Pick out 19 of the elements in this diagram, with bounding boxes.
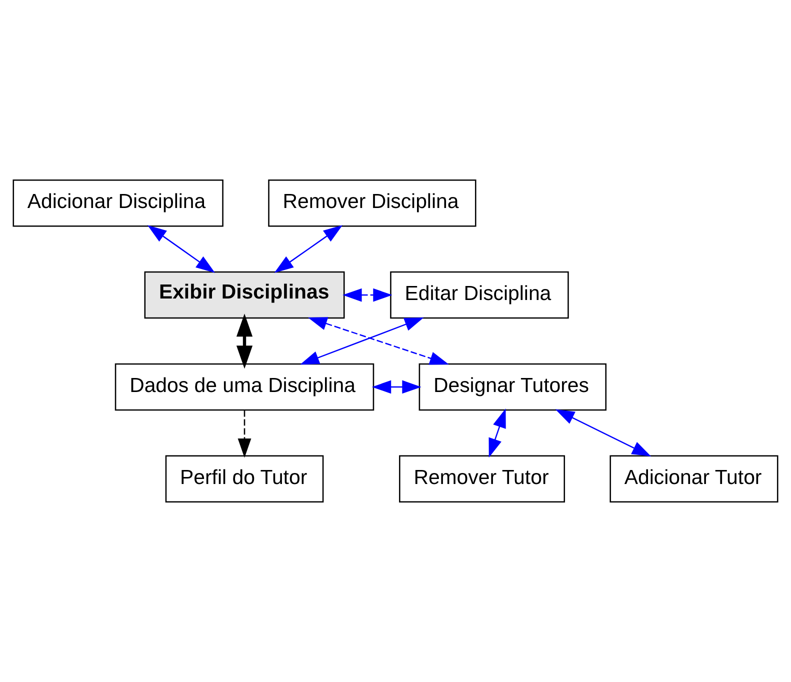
node-box: Perfil do Tutor — [165, 455, 324, 503]
node-box: Adicionar Tutor — [610, 455, 778, 503]
arrow — [555, 409, 652, 457]
arrow — [238, 410, 252, 458]
node-box: Adicionar Disciplina — [12, 179, 224, 227]
node-box: Dados de uma Disciplina — [114, 363, 374, 411]
arrow — [236, 314, 253, 369]
arrow — [300, 317, 424, 365]
node-box: Remover Tutor — [399, 455, 566, 503]
arrow — [308, 317, 449, 365]
arrow — [488, 408, 506, 458]
node-box: Remover Disciplina — [268, 179, 476, 227]
node-box: Editar Disciplina — [390, 271, 569, 319]
arrow — [342, 288, 392, 302]
node-box: Designar Tutores — [418, 363, 607, 411]
arrow — [147, 225, 216, 273]
node-box: Exibir Disciplinas — [144, 271, 345, 319]
arrow — [372, 380, 422, 394]
arrow — [274, 225, 343, 273]
